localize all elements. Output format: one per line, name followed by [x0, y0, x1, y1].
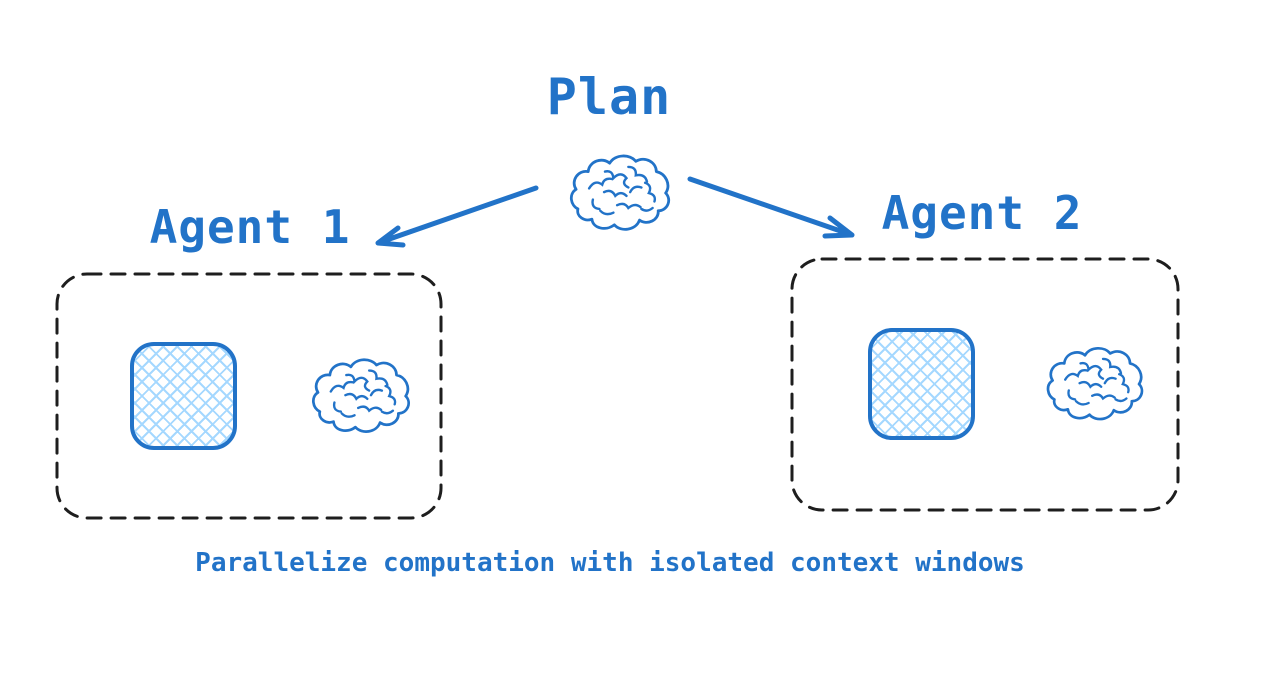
agent-2-label: Agent 2: [881, 186, 1083, 240]
agent-1-box-border: [55, 272, 443, 520]
arrow-to-agent-2: [687, 176, 855, 239]
brain-icon: [563, 150, 675, 238]
agent-1-box: [55, 272, 443, 520]
arrow-to-agent-1: [375, 185, 539, 248]
agent-2-box-border: [790, 257, 1180, 512]
diagram-caption: Parallelize computation with isolated co…: [195, 548, 1025, 578]
plan-title: Plan: [546, 68, 672, 126]
brain-icon: [1040, 343, 1148, 427]
agent-1-label: Agent 1: [149, 200, 351, 254]
brain-icon: [303, 355, 417, 439]
context-window-icon: [868, 328, 975, 440]
context-window-icon: [130, 342, 237, 450]
agent-2-box: [790, 257, 1180, 512]
